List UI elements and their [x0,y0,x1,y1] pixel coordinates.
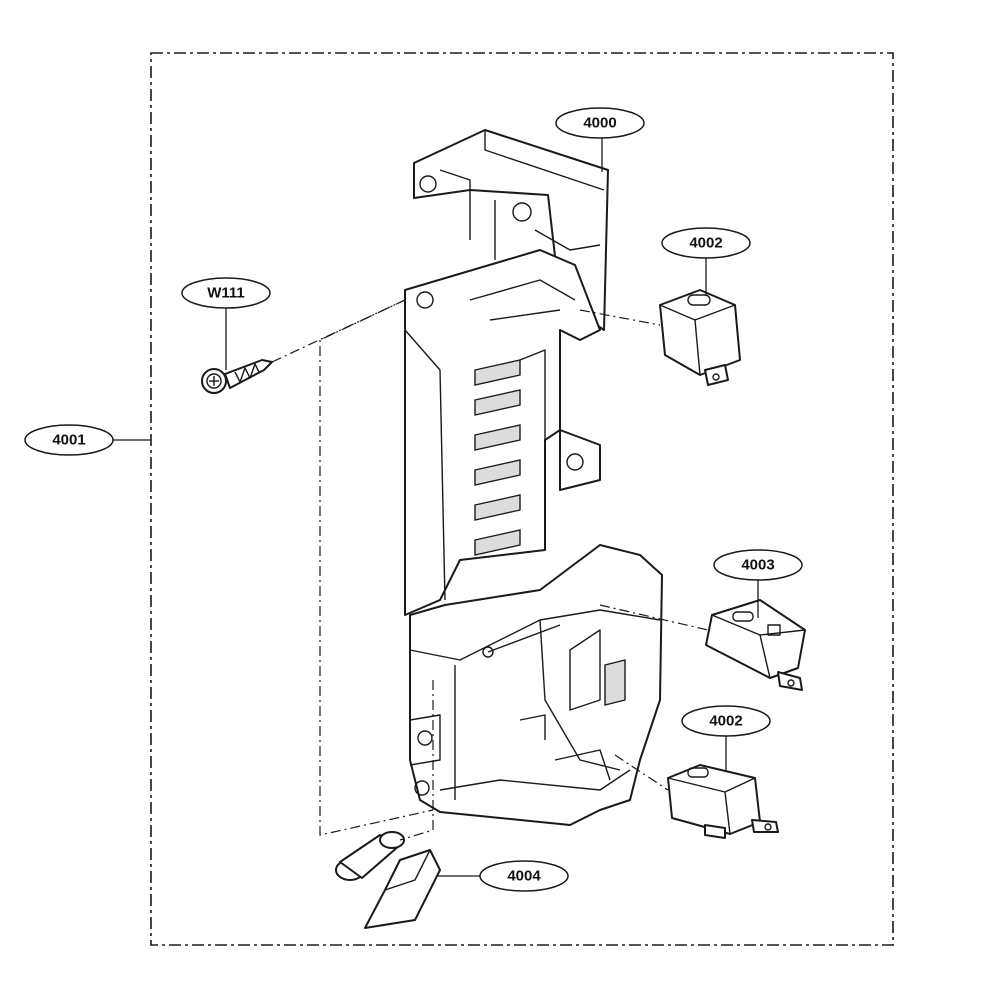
callout-4004: 4004 [438,860,569,892]
screw-w111 [201,359,273,394]
callout-label-4003: 4003 [741,557,774,574]
assembly-frame [150,52,894,946]
callout-4002-bottom: 4002 [681,705,771,772]
callout-4002-top: 4002 [661,227,751,296]
switch-4002-bottom [667,764,779,839]
switch-4002-top [659,289,741,386]
callout-label-4002-top: 4002 [689,235,722,252]
latch-bracket-4000 [404,129,663,826]
callout-w111: W111 [181,277,271,370]
lever-4004 [335,831,441,929]
callout-label-4001: 4001 [52,432,85,449]
callout-4000: 4000 [555,107,645,172]
callouts: 4000 4002 W111 4001 4003 [24,107,803,892]
switch-4003 [705,599,806,691]
callout-4001: 4001 [24,424,151,456]
callout-label-4002-bottom: 4002 [709,713,742,730]
callout-label-4000: 4000 [583,115,616,132]
callout-label-4004: 4004 [507,868,541,885]
callout-4003: 4003 [713,549,803,618]
callout-label-w111: W111 [207,285,245,302]
assembly-guide-lines [271,299,709,841]
